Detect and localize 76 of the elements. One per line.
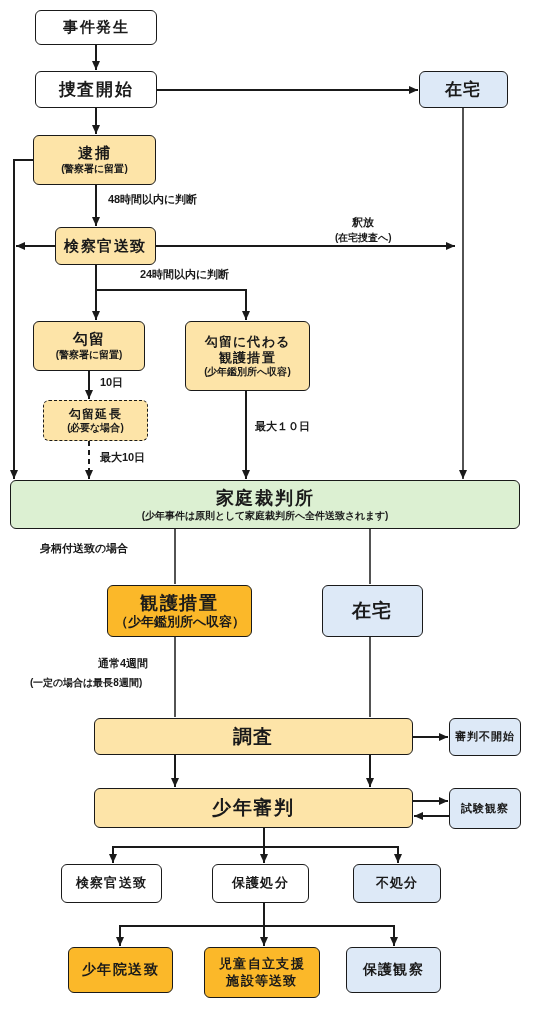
arrow <box>171 754 179 788</box>
note-text: (一定の場合は最長8週間) <box>30 677 143 690</box>
arrow <box>10 159 34 480</box>
arrow <box>366 754 374 788</box>
node-title: 審判不開始 <box>454 730 516 744</box>
edge-label: 10日 <box>100 376 124 390</box>
node-title: 少年院送致 <box>82 961 159 979</box>
arrow <box>92 107 100 135</box>
arrow <box>15 242 56 250</box>
process-box <box>346 947 441 993</box>
node-title: 勾留に代わる観護措置 <box>203 333 292 366</box>
node-title: 勾留 <box>72 330 106 349</box>
arrow <box>155 242 456 250</box>
arrow <box>263 827 402 864</box>
arrow <box>92 44 100 71</box>
process-box <box>204 947 320 998</box>
process-box <box>94 788 413 828</box>
node-title: 検察官送致 <box>75 875 148 892</box>
arrow <box>85 370 93 400</box>
arrow <box>242 390 250 480</box>
arrow <box>412 797 449 805</box>
node-title: 検察官送致 <box>64 236 147 256</box>
node-note: （少年鑑別所へ収容） <box>114 614 245 631</box>
node-title: 少年審判 <box>211 796 296 820</box>
note-text: (在宅捜査へ) <box>335 232 392 245</box>
node-title: 児童自立支援施設等送致 <box>218 956 306 989</box>
arrow <box>413 812 450 820</box>
process-box <box>449 718 521 756</box>
node-note: (警察署に留置) <box>55 349 123 362</box>
process-box <box>68 947 173 993</box>
node-title: 家庭裁判所 <box>215 487 315 510</box>
arrow <box>412 733 449 741</box>
edge-label: 通常4週間 <box>98 657 149 671</box>
node-title: 試験観察 <box>460 801 510 816</box>
process-box <box>43 400 148 441</box>
arrow <box>92 184 100 227</box>
process-box <box>353 864 441 903</box>
edge-label: 最大10日 <box>100 451 146 465</box>
process-box <box>35 71 157 108</box>
arrow <box>156 86 419 94</box>
process-box <box>419 71 508 108</box>
node-title: 事件発生 <box>63 18 129 37</box>
process-box <box>212 864 309 903</box>
edge-label: 48時間以内に判断 <box>108 193 198 207</box>
process-box <box>322 585 423 637</box>
process-box <box>55 227 156 265</box>
node-title: 在宅 <box>351 599 394 623</box>
process-box <box>33 321 145 371</box>
node-note: (少年鑑別所へ収容) <box>204 366 291 379</box>
edge-label: 釈放 <box>352 216 374 230</box>
edge-label: 身柄付送致の場合 <box>40 542 128 556</box>
node-title: 観護措置 <box>139 591 220 614</box>
node-title: 不処分 <box>375 875 419 892</box>
process-box <box>33 135 156 185</box>
edge-label: 最大１０日 <box>255 420 310 434</box>
node-title: 勾留延長 <box>69 406 122 422</box>
arrow <box>459 107 467 480</box>
process-box <box>10 480 520 529</box>
node-title: 在宅 <box>444 78 483 101</box>
node-title: 保護処分 <box>231 875 290 892</box>
node-title: 逮捕 <box>78 144 111 163</box>
process-box <box>185 321 310 391</box>
node-title: 調査 <box>232 724 275 749</box>
process-box <box>449 788 521 829</box>
process-box <box>94 718 413 755</box>
arrow <box>85 440 93 480</box>
process-box <box>107 585 252 637</box>
note-text: 24時間以内に判断 <box>140 268 230 282</box>
node-note: (警察署に留置) <box>61 163 128 176</box>
node-title: 捜査開始 <box>58 78 134 101</box>
node-note: (必要な場合) <box>67 421 124 435</box>
process-box <box>61 864 162 903</box>
node-note: (少年事件は原則として家庭裁判所へ全件送致されます) <box>141 509 389 522</box>
process-box <box>35 10 157 45</box>
arrow <box>95 264 250 321</box>
node-title: 保護観察 <box>362 961 425 979</box>
